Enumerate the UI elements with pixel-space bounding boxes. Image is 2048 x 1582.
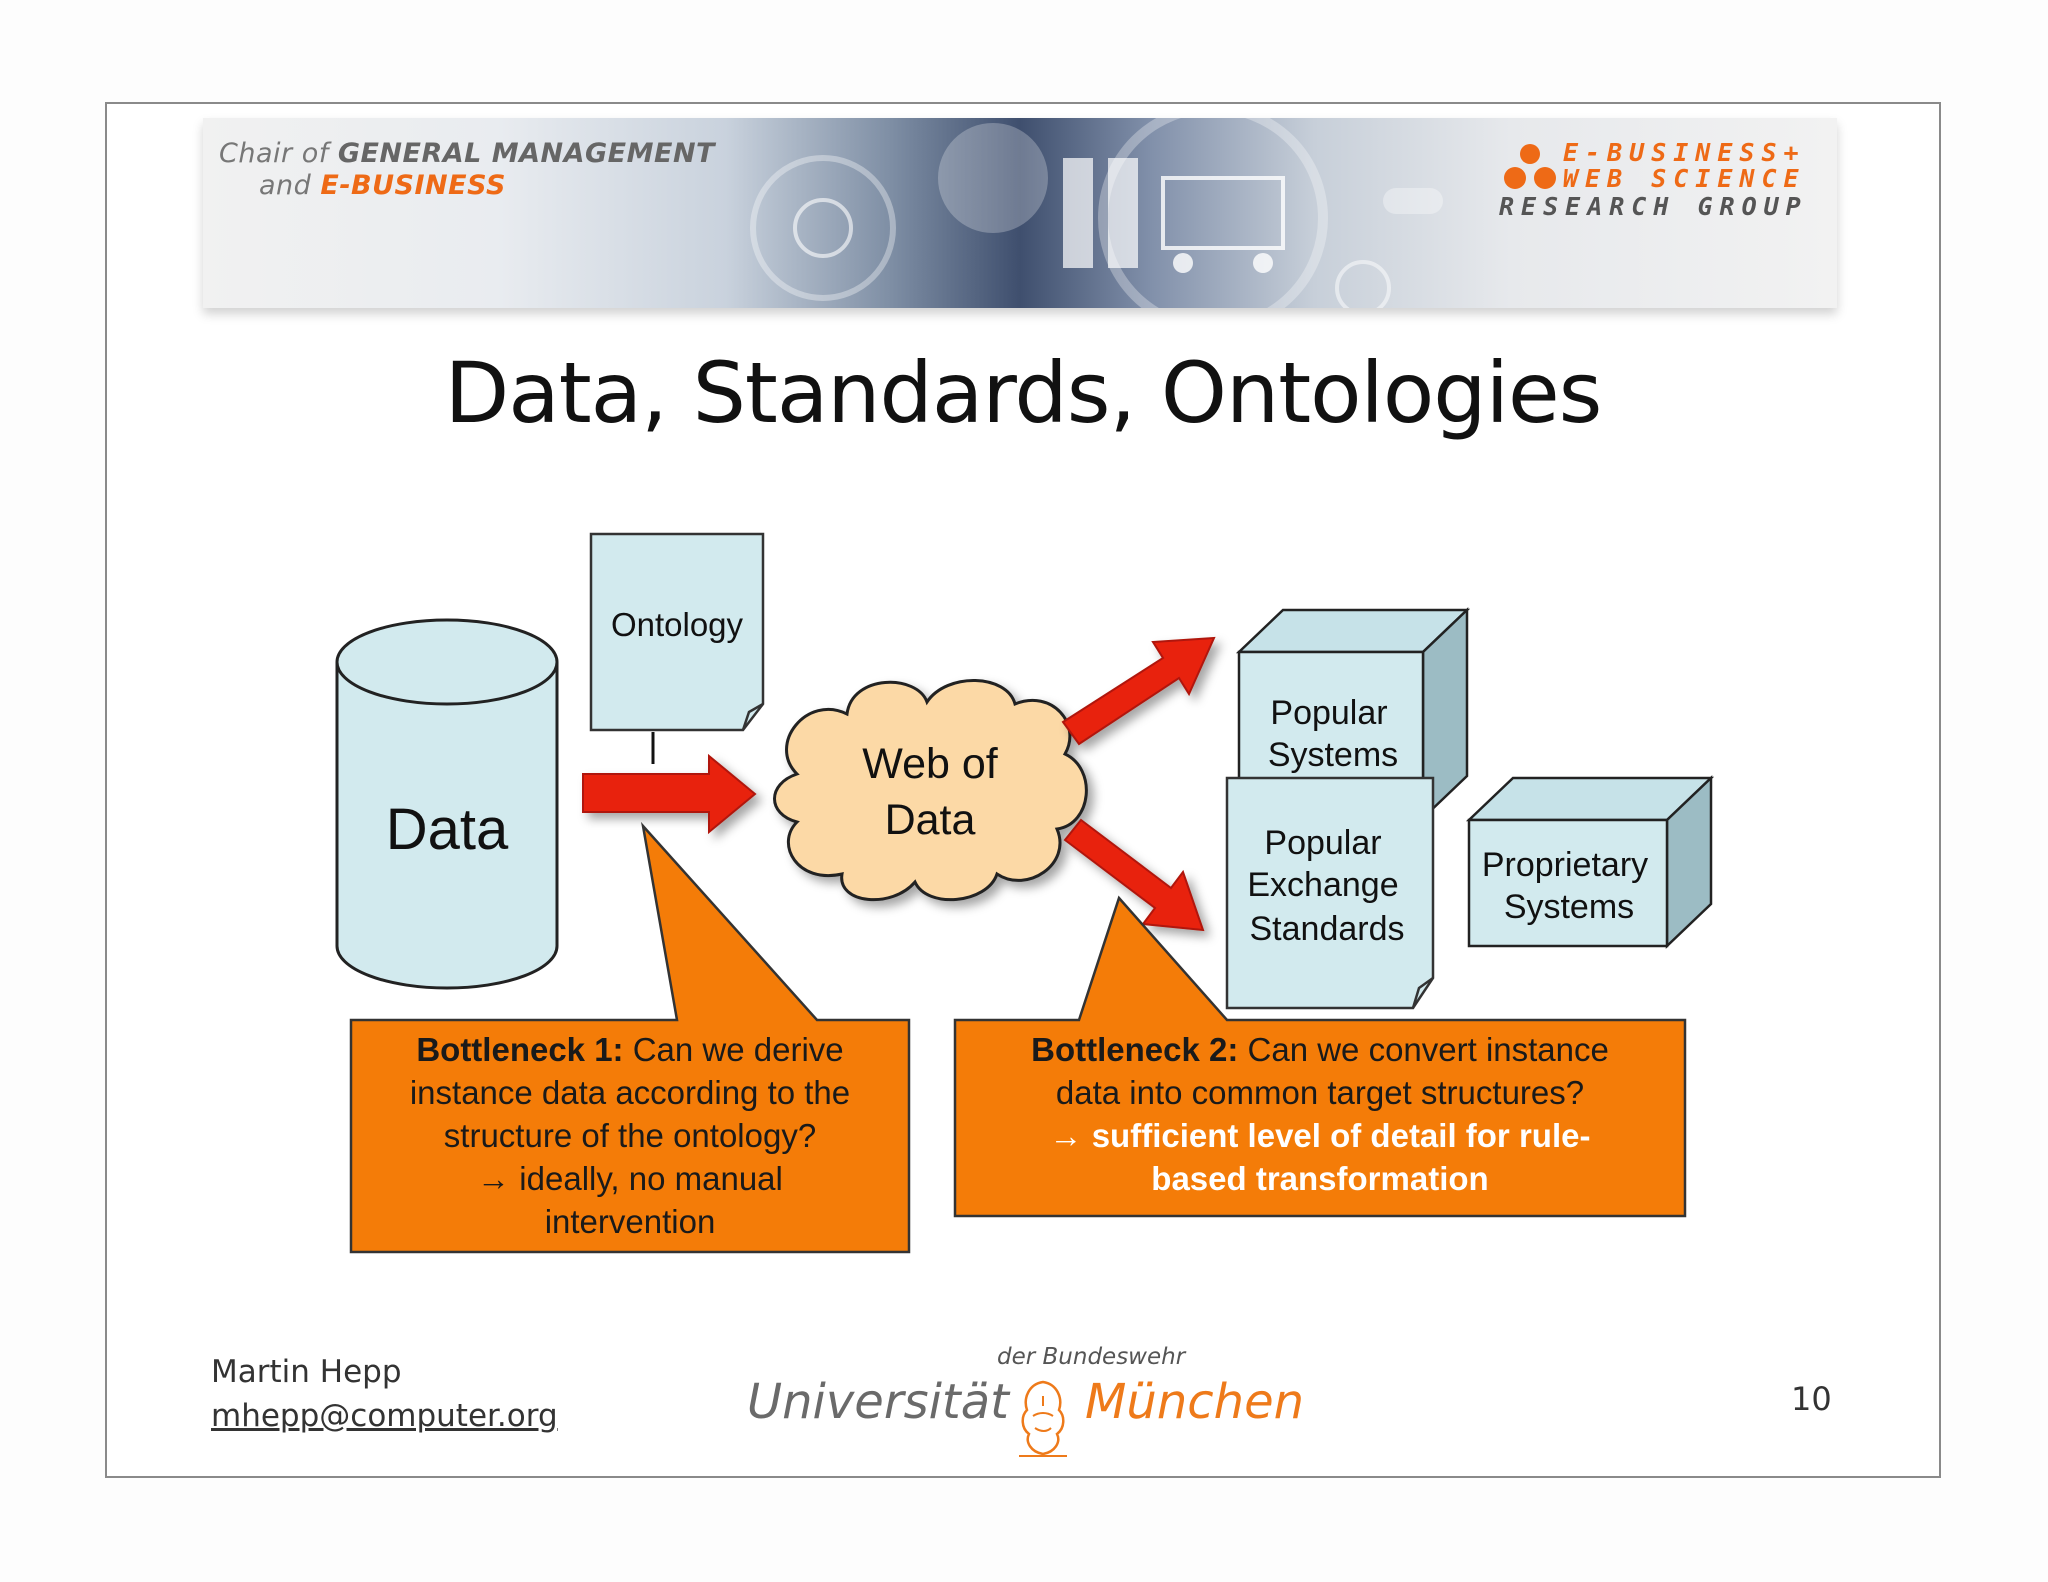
exchange-label-1: Popular [1264, 824, 1381, 862]
page-number: 10 [1791, 1380, 1832, 1418]
slide: Chair of GENERAL MANAGEMENT and E-BUSINE… [105, 102, 1941, 1478]
bottleneck-2-line-1: Bottleneck 2: Can we convert instance [963, 1028, 1677, 1071]
university-subtitle: der Bundeswehr [997, 1344, 1186, 1370]
university-name-right: München [1085, 1374, 1305, 1430]
bottleneck-2-line-2: data into common target structures? [1055, 1074, 1585, 1111]
arrow-web-to-popular-systems [1061, 636, 1216, 746]
web-of-data-cloud [773, 679, 1088, 902]
group-logo-icon [1504, 144, 1556, 189]
and-text: and [259, 170, 312, 201]
popular-systems-label-2: Systems [1268, 736, 1398, 774]
header-banner: Chair of GENERAL MANAGEMENT and E-BUSINE… [203, 118, 1837, 308]
bottleneck-2-callout [953, 895, 1687, 1218]
group-line-1: E-BUSINESS+ [1563, 138, 1806, 167]
ontology-document: Ontology [589, 532, 765, 764]
web-of-data-label-1: Web of [862, 740, 998, 788]
author-email-link[interactable]: mhepp@computer.org [211, 1398, 558, 1434]
chair-line-2: and E-BUSINESS [259, 170, 506, 201]
bottleneck-1-line-2: instance data according to the [409, 1074, 851, 1111]
bottleneck-1-line-3: structure of the ontology? [443, 1117, 817, 1154]
popular-systems-label-1: Popular [1270, 694, 1387, 732]
author-name: Martin Hepp [211, 1354, 402, 1390]
arrow-web-to-exchange-standards [1063, 818, 1205, 932]
bottleneck-1-label: Bottleneck 1: [416, 1031, 624, 1068]
data-label: Data [386, 797, 509, 862]
bottleneck-2-text: Bottleneck 2: Can we convert instance da… [963, 1028, 1677, 1200]
chair-of-text: Chair of [219, 138, 329, 169]
research-group-logo: E-BUSINESS+ WEB SCIENCE RESEARCH GROUP [1499, 138, 1801, 221]
proprietary-systems-box: Proprietary Systems [1465, 775, 1715, 949]
group-line-2: WEB SCIENCE [1563, 164, 1806, 193]
diagram: Data Ontology Web of Data Popular System… [335, 532, 1715, 1254]
bottleneck-2-text-1: Can we convert instance [1238, 1031, 1609, 1068]
bottleneck-2-line-3: → sufficient level of detail for rule- [1049, 1117, 1591, 1154]
arrow-data-to-web [582, 753, 757, 835]
exchange-standards-document: Popular Exchange Standards [1225, 776, 1435, 1010]
ebusiness-text: E-BUSINESS [320, 170, 507, 201]
proprietary-label-2: Systems [1504, 888, 1634, 926]
bottleneck-1-line-1: Bottleneck 1: Can we derive [357, 1028, 903, 1071]
exchange-label-2: Exchange [1247, 866, 1398, 904]
university-emblem-icon [1019, 1380, 1067, 1457]
chair-line-1: Chair of GENERAL MANAGEMENT [219, 138, 715, 169]
bottleneck-1-callout [349, 821, 911, 1254]
ontology-label: Ontology [611, 606, 744, 643]
bottleneck-2-line-4: based transformation [1151, 1160, 1489, 1197]
bottleneck-1-line-4: → ideally, no manual [477, 1160, 783, 1197]
bottleneck-1-text: Bottleneck 1: Can we derive instance dat… [357, 1028, 903, 1243]
bottleneck-2-label: Bottleneck 2: [1031, 1031, 1239, 1068]
slide-title: Data, Standards, Ontologies [444, 344, 1603, 442]
bottleneck-1-text-1: Can we derive [623, 1031, 844, 1068]
web-of-data-label-2: Data [885, 796, 976, 844]
proprietary-label-1: Proprietary [1482, 846, 1648, 884]
group-line-3: RESEARCH GROUP [1499, 192, 1808, 221]
exchange-label-3: Standards [1250, 910, 1405, 948]
general-management-text: GENERAL MANAGEMENT [337, 138, 715, 169]
banner-artwork [750, 118, 1443, 308]
university-name-left: Universität [747, 1374, 1009, 1430]
data-cylinder: Data [335, 618, 559, 990]
bottleneck-1-line-5: intervention [544, 1203, 716, 1240]
